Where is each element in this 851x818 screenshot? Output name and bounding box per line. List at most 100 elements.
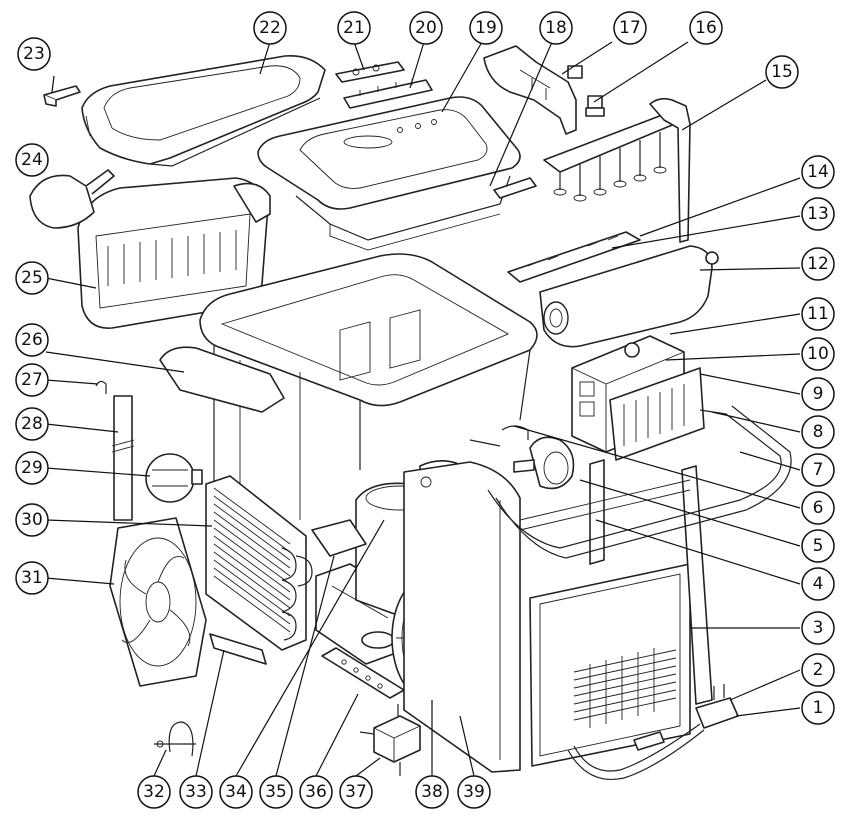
- svg-text:35: 35: [265, 782, 287, 802]
- svg-text:13: 13: [807, 204, 829, 224]
- callout-16: 16: [689, 11, 723, 45]
- part-6-water-pump: [501, 425, 575, 490]
- svg-text:14: 14: [807, 162, 829, 182]
- callout-23: 23: [17, 37, 51, 71]
- callout-25: 25: [15, 261, 49, 295]
- callout-28: 28: [15, 407, 49, 441]
- part-15-evaporator: [543, 97, 691, 243]
- callout-38: 38: [415, 775, 449, 809]
- callout-36: 36: [299, 775, 333, 809]
- callout-13: 13: [801, 197, 835, 231]
- callout-bubbles: 1 2 3 4 5 6 7 8 9 10 11 12 13 14 15 16 1…: [15, 11, 835, 809]
- callout-39: 39: [457, 775, 491, 809]
- part-31-condenser-fan: [109, 517, 207, 687]
- part-39-side-panel: [403, 461, 521, 773]
- part-25-ice-basket: [77, 177, 271, 329]
- part-29-gear-motor: [145, 453, 203, 503]
- part-1-power-cord: [567, 723, 705, 780]
- part-30-condenser: [205, 475, 313, 665]
- svg-text:15: 15: [771, 62, 793, 82]
- svg-text:37: 37: [345, 782, 367, 802]
- svg-text:3: 3: [813, 618, 824, 638]
- svg-text:21: 21: [343, 18, 365, 38]
- svg-text:7: 7: [813, 460, 824, 480]
- callout-31: 31: [15, 561, 49, 595]
- svg-text:34: 34: [225, 782, 247, 802]
- part-32-wire-clip: [154, 721, 196, 757]
- svg-text:39: 39: [463, 782, 485, 802]
- svg-text:20: 20: [415, 18, 437, 38]
- svg-text:18: 18: [545, 18, 567, 38]
- callout-30: 30: [15, 503, 49, 537]
- part-19-top-cover: [257, 96, 521, 251]
- svg-text:9: 9: [813, 384, 824, 404]
- part-20-control-board: [343, 79, 433, 109]
- svg-text:26: 26: [21, 330, 43, 350]
- part-16-switch: [585, 95, 605, 117]
- callout-6: 6: [801, 491, 835, 525]
- callout-9: 9: [801, 377, 835, 411]
- callout-7: 7: [801, 453, 835, 487]
- callout-35: 35: [259, 775, 293, 809]
- svg-text:32: 32: [143, 782, 165, 802]
- callout-4: 4: [801, 567, 835, 601]
- svg-text:16: 16: [695, 18, 717, 38]
- svg-text:10: 10: [807, 344, 829, 364]
- part-9-grille-cover: [609, 367, 705, 461]
- callout-37: 37: [339, 775, 373, 809]
- callout-17: 17: [613, 11, 647, 45]
- svg-text:2: 2: [813, 660, 824, 680]
- part-24-ice-scoop: [29, 169, 115, 229]
- callout-27: 27: [15, 363, 49, 397]
- svg-text:4: 4: [813, 574, 824, 594]
- svg-text:8: 8: [813, 422, 824, 442]
- part-35-bracket: [311, 519, 367, 557]
- part-21-panel-overlay: [335, 61, 405, 83]
- part-18-deflector: [493, 177, 537, 199]
- svg-text:36: 36: [305, 782, 327, 802]
- callout-19: 19: [469, 11, 503, 45]
- svg-text:33: 33: [185, 782, 207, 802]
- svg-text:17: 17: [619, 18, 641, 38]
- callout-14: 14: [801, 155, 835, 189]
- callout-18: 18: [539, 11, 573, 45]
- callout-33: 33: [179, 775, 213, 809]
- part-17-side-bracket: [483, 45, 577, 135]
- part-main-tank: [159, 253, 538, 540]
- part-16b-sensor: [567, 65, 583, 79]
- callout-20: 20: [409, 11, 443, 45]
- callout-10: 10: [801, 337, 835, 371]
- callout-22: 22: [253, 11, 287, 45]
- svg-text:28: 28: [21, 414, 43, 434]
- svg-text:24: 24: [21, 150, 43, 170]
- callout-1: 1: [801, 691, 835, 725]
- part-12-water-trough: [539, 245, 719, 348]
- callout-29: 29: [15, 451, 49, 485]
- part-27-pin: [95, 380, 107, 394]
- svg-text:30: 30: [21, 510, 43, 530]
- svg-text:23: 23: [23, 44, 45, 64]
- callout-3: 3: [801, 611, 835, 645]
- callout-34: 34: [219, 775, 253, 809]
- leader-lines: [45, 41, 801, 777]
- part-8-drain-pipe: [469, 439, 501, 447]
- callout-5: 5: [801, 529, 835, 563]
- callout-8: 8: [801, 415, 835, 449]
- svg-text:1: 1: [813, 698, 824, 718]
- svg-text:22: 22: [259, 18, 281, 38]
- svg-text:29: 29: [21, 458, 43, 478]
- part-22-lid: [81, 54, 326, 167]
- callout-15: 15: [765, 55, 799, 89]
- callout-32: 32: [137, 775, 171, 809]
- part-3-rear-panel: [529, 563, 691, 767]
- callout-11: 11: [801, 297, 835, 331]
- svg-text:38: 38: [421, 782, 443, 802]
- svg-text:31: 31: [21, 568, 43, 588]
- callout-24: 24: [15, 143, 49, 177]
- part-14-push-bar: [507, 231, 641, 283]
- callout-2: 2: [801, 653, 835, 687]
- svg-text:19: 19: [475, 18, 497, 38]
- svg-text:11: 11: [807, 304, 829, 324]
- svg-text:12: 12: [807, 254, 829, 274]
